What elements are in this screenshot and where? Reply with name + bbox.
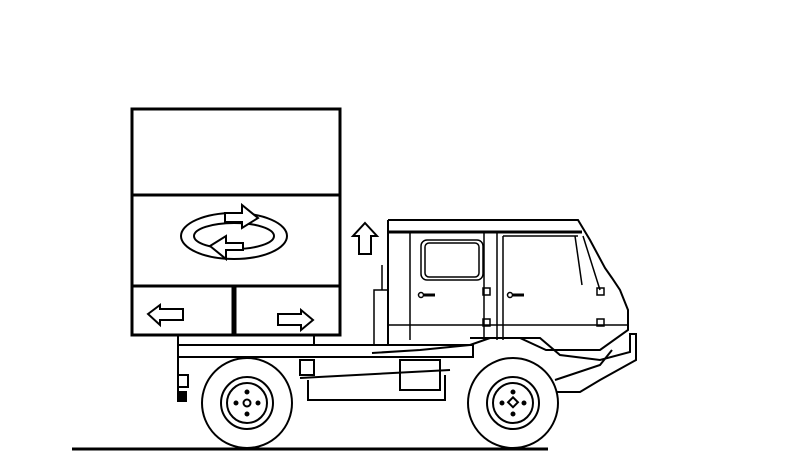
front-frame — [469, 333, 637, 393]
rotate-arrows-icon — [180, 202, 288, 262]
cargo-box — [130, 107, 342, 345]
arrow-right-icon — [277, 307, 315, 333]
chassis — [177, 344, 474, 402]
arrow-left-icon — [146, 303, 184, 328]
front-wheel — [467, 357, 559, 449]
truck-cab — [373, 219, 629, 351]
arrow-up-icon — [350, 221, 380, 255]
rear-wheel — [201, 357, 293, 449]
